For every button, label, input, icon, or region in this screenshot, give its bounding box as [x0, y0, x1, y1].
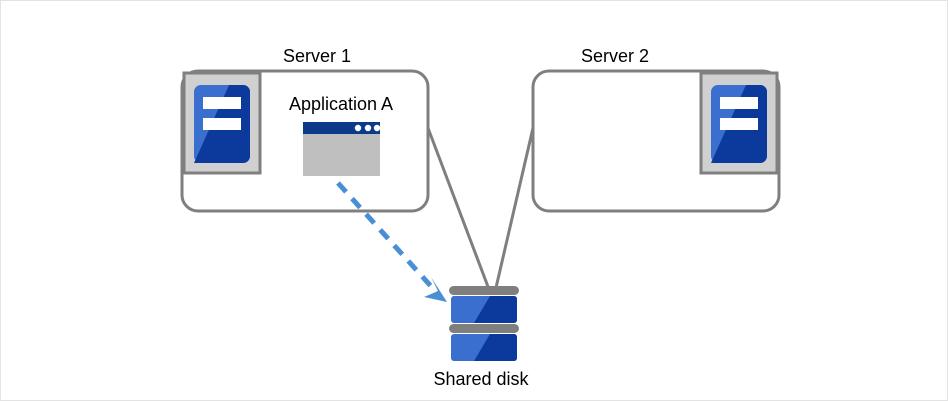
server-2-label: Server 2 [580, 46, 650, 66]
shared-disk-label: Shared disk [433, 369, 529, 389]
connector-server-1-to-disk [426, 126, 492, 294]
shared-disk-icon[interactable] [449, 286, 519, 361]
application-a-window-icon[interactable] [303, 122, 381, 176]
disk-band-top [449, 286, 519, 295]
app-window-titlebar [303, 122, 380, 134]
app-window-dot-3 [373, 124, 381, 132]
app-window-dot-2 [364, 124, 372, 132]
server-2-server-icon [699, 71, 779, 175]
connector-application-a-to-disk [336, 181, 447, 302]
app-window-dot-1 [354, 124, 362, 132]
dashed-arrow-head [424, 277, 447, 302]
server-1-label: Server 1 [282, 46, 352, 66]
disk-band-middle [449, 324, 519, 333]
dashed-arrow-line [336, 181, 440, 296]
server-1-server-icon [182, 71, 262, 175]
application-a-label: Application A [288, 94, 394, 114]
connector-server-2-to-disk [493, 126, 535, 294]
